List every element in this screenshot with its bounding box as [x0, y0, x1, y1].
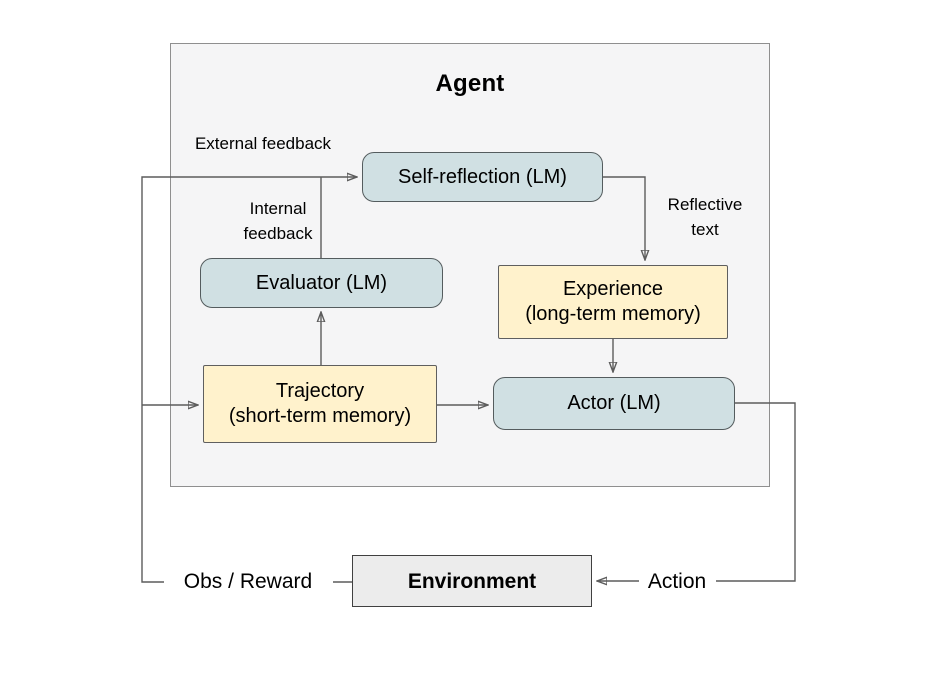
node-trajectory: Trajectory (short-term memory): [203, 365, 437, 443]
node-experience: Experience (long-term memory): [498, 265, 728, 339]
label-obs-reward: Obs / Reward: [183, 570, 313, 593]
label-internal-feedback: Internal feedback: [243, 199, 313, 243]
label-reflective-text: Reflective text: [667, 195, 743, 239]
node-evaluator: Evaluator (LM): [200, 258, 443, 308]
node-actor: Actor (LM): [493, 377, 735, 430]
agent-title: Agent: [435, 70, 505, 97]
node-environment: Environment: [352, 555, 592, 607]
node-self-reflection: Self-reflection (LM): [362, 152, 603, 202]
label-action: Action: [647, 570, 707, 593]
label-external-feedback: External feedback: [194, 134, 332, 153]
